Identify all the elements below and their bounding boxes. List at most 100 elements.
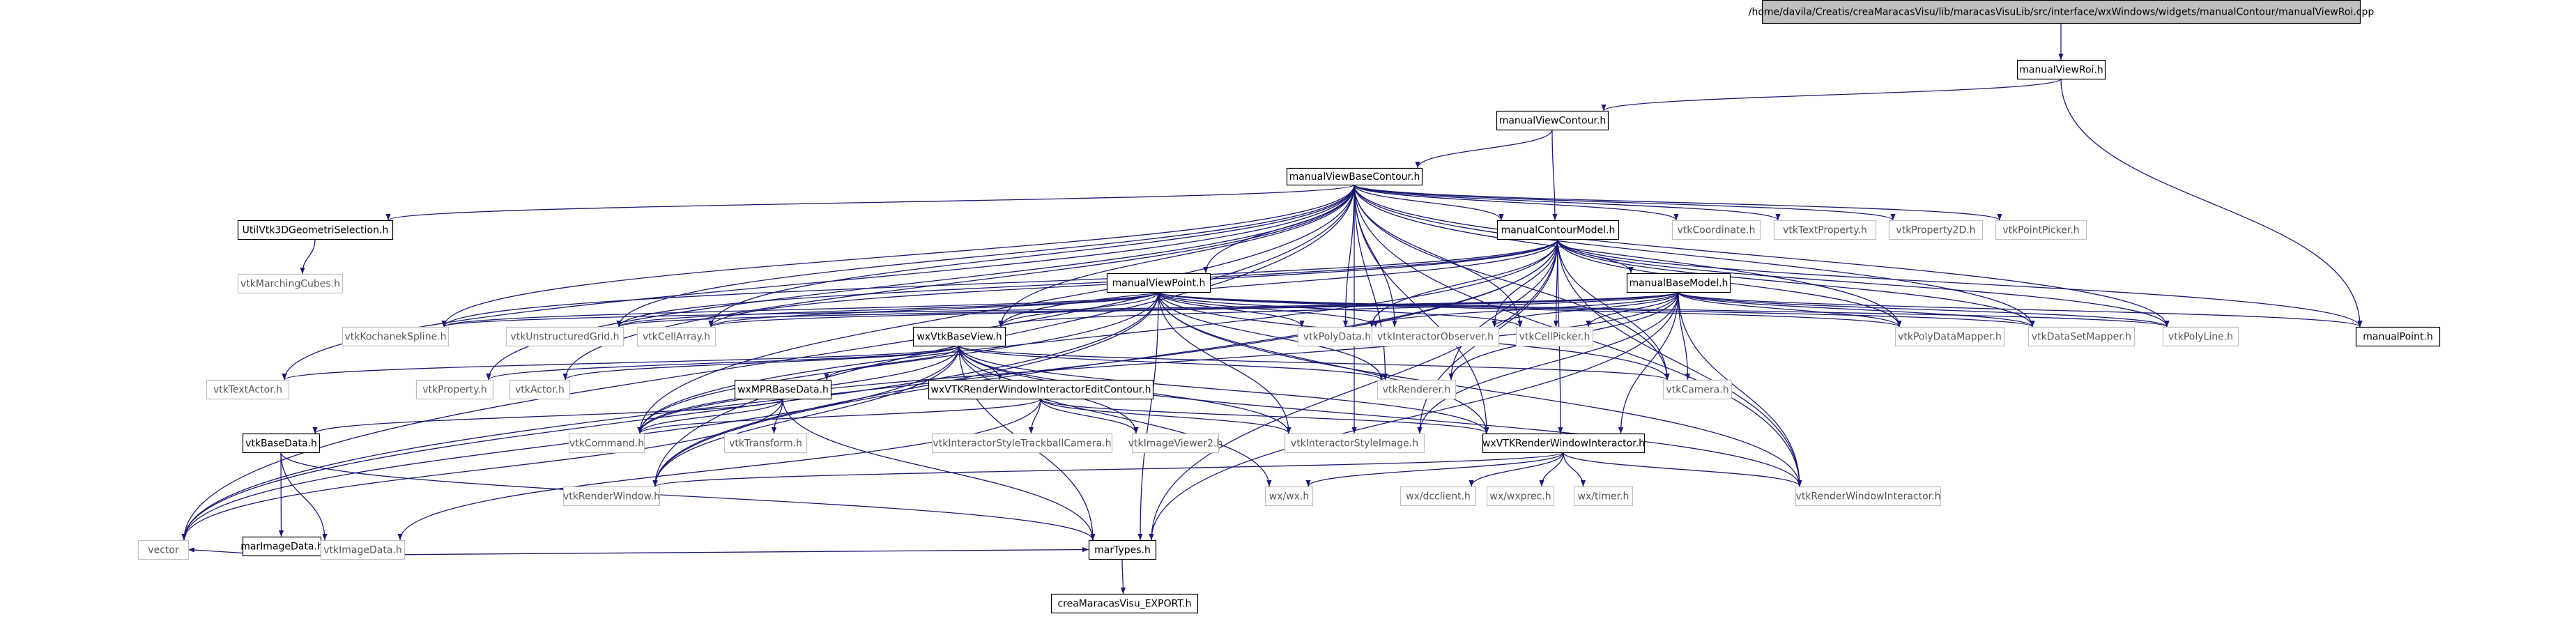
graph-node-mvroi[interactable]: manualViewRoi.h bbox=[2016, 59, 2106, 80]
edge-mvbase-to-vtkcellarray bbox=[708, 184, 1355, 328]
node-box bbox=[1131, 433, 1220, 454]
node-label: manualBaseModel.h bbox=[1630, 278, 1728, 289]
node-label: vtkPointPicker.h bbox=[2002, 225, 2079, 236]
edge-mbmodel-to-vtkcellpicker bbox=[1586, 291, 1679, 328]
graph-node-marimagedata[interactable]: marImageData.h bbox=[240, 536, 323, 557]
graph-node-vtkintobs: vtkInteractorObserver.h bbox=[1371, 326, 1500, 347]
edge-mbmodel-to-vtkdsmapper bbox=[1678, 291, 2035, 328]
node-box bbox=[1626, 273, 1731, 293]
edge-wxvtkbase-to-wxwx bbox=[958, 345, 1272, 487]
graph-node-vtkistc: vtkInteractorStyleTrackballCamera.h bbox=[931, 433, 1113, 454]
edge-vtkbasedata-to-marimagedata bbox=[278, 452, 284, 537]
graph-node-vtkcoord: vtkCoordinate.h bbox=[1671, 220, 1761, 240]
edge-mcmodel-to-vtkrenderer bbox=[1448, 238, 1558, 381]
node-box bbox=[1377, 379, 1457, 400]
edge-mvbase-to-vtkproperty bbox=[486, 184, 1355, 381]
node-label: vtkCoordinate.h bbox=[1678, 225, 1756, 236]
edge-mvroi-to-manualpoint bbox=[2060, 78, 2363, 328]
edge-mcmodel-to-vtkkochanek bbox=[441, 238, 1558, 328]
node-label: vtkCamera.h bbox=[1666, 385, 1728, 396]
edge-mvbase-to-vtkcoord bbox=[1354, 184, 1679, 221]
node-label: vtkCellArray.h bbox=[643, 332, 710, 343]
node-label: manualPoint.h bbox=[2363, 332, 2433, 343]
edge-mvbase-to-vtkcommand bbox=[637, 184, 1355, 434]
edge-wxrwi-to-wxwx bbox=[1305, 452, 1564, 487]
node-box bbox=[1888, 220, 1984, 240]
edge-wxmpr-to-martypes bbox=[782, 398, 1096, 541]
edge-mvbase-to-vtkpointpicker bbox=[1354, 184, 2002, 221]
node-label: vtkTransform.h bbox=[729, 438, 802, 450]
graph-node-root[interactable]: /home/davila/Creatis/creaMaracasVisu/lib… bbox=[1749, 0, 2375, 24]
edge-wxvtkbase-to-vtkrenderwindow bbox=[652, 345, 960, 487]
graph-node-vtktransform: vtkTransform.h bbox=[723, 433, 808, 454]
edge-mvbase-to-vtkrenderer bbox=[1354, 184, 1388, 381]
edge-mcmodel-to-vtkcommand bbox=[637, 238, 1558, 434]
edge-mvbase-to-vtkkochanek bbox=[441, 184, 1355, 328]
node-label: UtilVtk3DGeometriSelection.h bbox=[243, 225, 389, 236]
node-box bbox=[1773, 220, 1877, 240]
node-box bbox=[1264, 486, 1314, 507]
node-box bbox=[1400, 486, 1477, 507]
graph-node-wxvtkbase[interactable]: wxVtkBaseView.h bbox=[912, 326, 1006, 347]
node-box bbox=[320, 539, 406, 560]
graph-node-vtkpolyline: vtkPolyLine.h bbox=[2162, 326, 2239, 347]
graph-node-vtktextprop: vtkTextProperty.h bbox=[1773, 220, 1877, 240]
edge-mbmodel-to-vtkintobs bbox=[1492, 291, 1679, 328]
edge-mvpoint-to-vtkdsmapper bbox=[1158, 291, 2035, 328]
edge-mcmodel-to-vtkintobs bbox=[1492, 238, 1558, 328]
node-box bbox=[1894, 326, 2005, 347]
node-box bbox=[2027, 326, 2136, 347]
edge-mbmodel-to-vtkpdmapper bbox=[1678, 291, 1902, 328]
graph-node-manualpoint[interactable]: manualPoint.h bbox=[2355, 326, 2441, 347]
graph-node-export[interactable]: creaMaracasVisu_EXPORT.h bbox=[1050, 593, 1199, 614]
edge-wxmpr-to-vtkcommand bbox=[637, 398, 783, 434]
graph-node-vtkisi: vtkInteractorStyleImage.h bbox=[1284, 433, 1425, 454]
node-box bbox=[1671, 220, 1761, 240]
graph-node-util3d[interactable]: UtilVtk3DGeometriSelection.h bbox=[237, 220, 394, 240]
graph-node-wxrwi[interactable]: wxVTKRenderWindowInteractor.h bbox=[1482, 433, 1646, 454]
node-box bbox=[1515, 326, 1594, 347]
node-label: vtkRenderWindow.h bbox=[563, 491, 660, 503]
node-box bbox=[237, 220, 394, 240]
edge-mcmodel-to-vtkugrid bbox=[616, 238, 1558, 328]
node-label: vtkKochanekSpline.h bbox=[344, 332, 446, 343]
node-box bbox=[562, 486, 661, 507]
node-label: vtkDataSetMapper.h bbox=[2032, 332, 2131, 343]
edge-mbmodel-to-vtkpolyline bbox=[1678, 291, 2170, 328]
graph-node-wxmpr[interactable]: wxMPRBaseData.h bbox=[734, 379, 832, 400]
edge-mvroi-to-mvcontour bbox=[1601, 78, 2062, 112]
edge-mvpoint-to-vtkisi bbox=[1158, 291, 1291, 434]
graph-node-mvpoint[interactable]: manualViewPoint.h bbox=[1106, 273, 1211, 293]
node-label: vtkRenderer.h bbox=[1383, 385, 1451, 396]
graph-node-mvcontour[interactable]: manualViewContour.h bbox=[1496, 110, 1609, 131]
edge-mcmodel-to-manualpoint bbox=[1557, 238, 2363, 328]
node-label: vtkRenderWindowInteractor.h bbox=[1796, 491, 1941, 503]
node-box bbox=[2162, 326, 2239, 347]
node-label: wxVTKRenderWindowInteractor.h bbox=[1482, 438, 1645, 450]
node-box bbox=[931, 433, 1113, 454]
node-box bbox=[2355, 326, 2441, 347]
node-label: manualViewRoi.h bbox=[2019, 65, 2103, 76]
graph-node-vtkbasedata[interactable]: vtkBaseData.h bbox=[242, 433, 321, 454]
graph-node-mbmodel[interactable]: manualBaseModel.h bbox=[1626, 273, 1731, 293]
edge-mvpoint-to-vtkpolyline bbox=[1158, 291, 2170, 328]
node-label: wxMPRBaseData.h bbox=[737, 385, 829, 396]
node-label: manualViewContour.h bbox=[1499, 116, 1607, 127]
edge-wxrwiec-to-vtkcommand bbox=[637, 398, 1041, 434]
node-label: wx/wx.h bbox=[1269, 491, 1310, 503]
edge-mbmodel-to-wxvtkbase bbox=[998, 291, 1679, 328]
node-box bbox=[242, 433, 321, 454]
node-box bbox=[206, 379, 290, 400]
graph-node-mcmodel[interactable]: manualContourModel.h bbox=[1496, 220, 1620, 240]
graph-node-mvbase[interactable]: manualViewBaseContour.h bbox=[1286, 167, 1423, 186]
graph-node-wxrwiec[interactable]: wxVTKRenderWindowInteractorEditContour.h bbox=[928, 379, 1154, 400]
node-label: wx/timer.h bbox=[1578, 491, 1630, 503]
graph-node-martypes[interactable]: marTypes.h bbox=[1088, 539, 1157, 560]
edge-marimagedata-to-martypes bbox=[281, 546, 1089, 556]
edge-mvbase-to-vtkdsmapper bbox=[1354, 184, 2035, 328]
edge-wxvtkbase-to-vtkproperty bbox=[486, 345, 960, 381]
node-layer: /home/davila/Creatis/creaMaracasVisu/lib… bbox=[137, 0, 2441, 614]
node-label: wxVtkBaseView.h bbox=[917, 332, 1002, 343]
edge-mvpoint-to-vtkintobs bbox=[1158, 291, 1379, 328]
